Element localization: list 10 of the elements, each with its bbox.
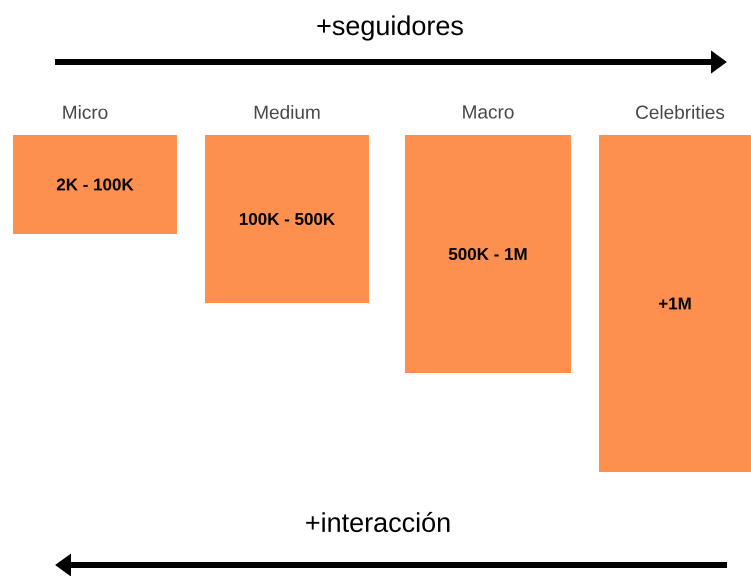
axis-label: +interacción	[306, 512, 450, 532]
axis-label: +seguidores	[317, 15, 463, 41]
category-box: 2K - 100K	[13, 135, 177, 234]
category-heading: Micro	[63, 105, 108, 119]
category-heading: Macro	[463, 105, 514, 119]
category-box: 100K - 500K	[205, 135, 369, 303]
category-box: 500K - 1M	[405, 135, 571, 373]
category-box: +1M	[599, 135, 751, 472]
category-heading: Celebrities	[636, 105, 724, 119]
category-heading: Medium	[254, 105, 320, 119]
